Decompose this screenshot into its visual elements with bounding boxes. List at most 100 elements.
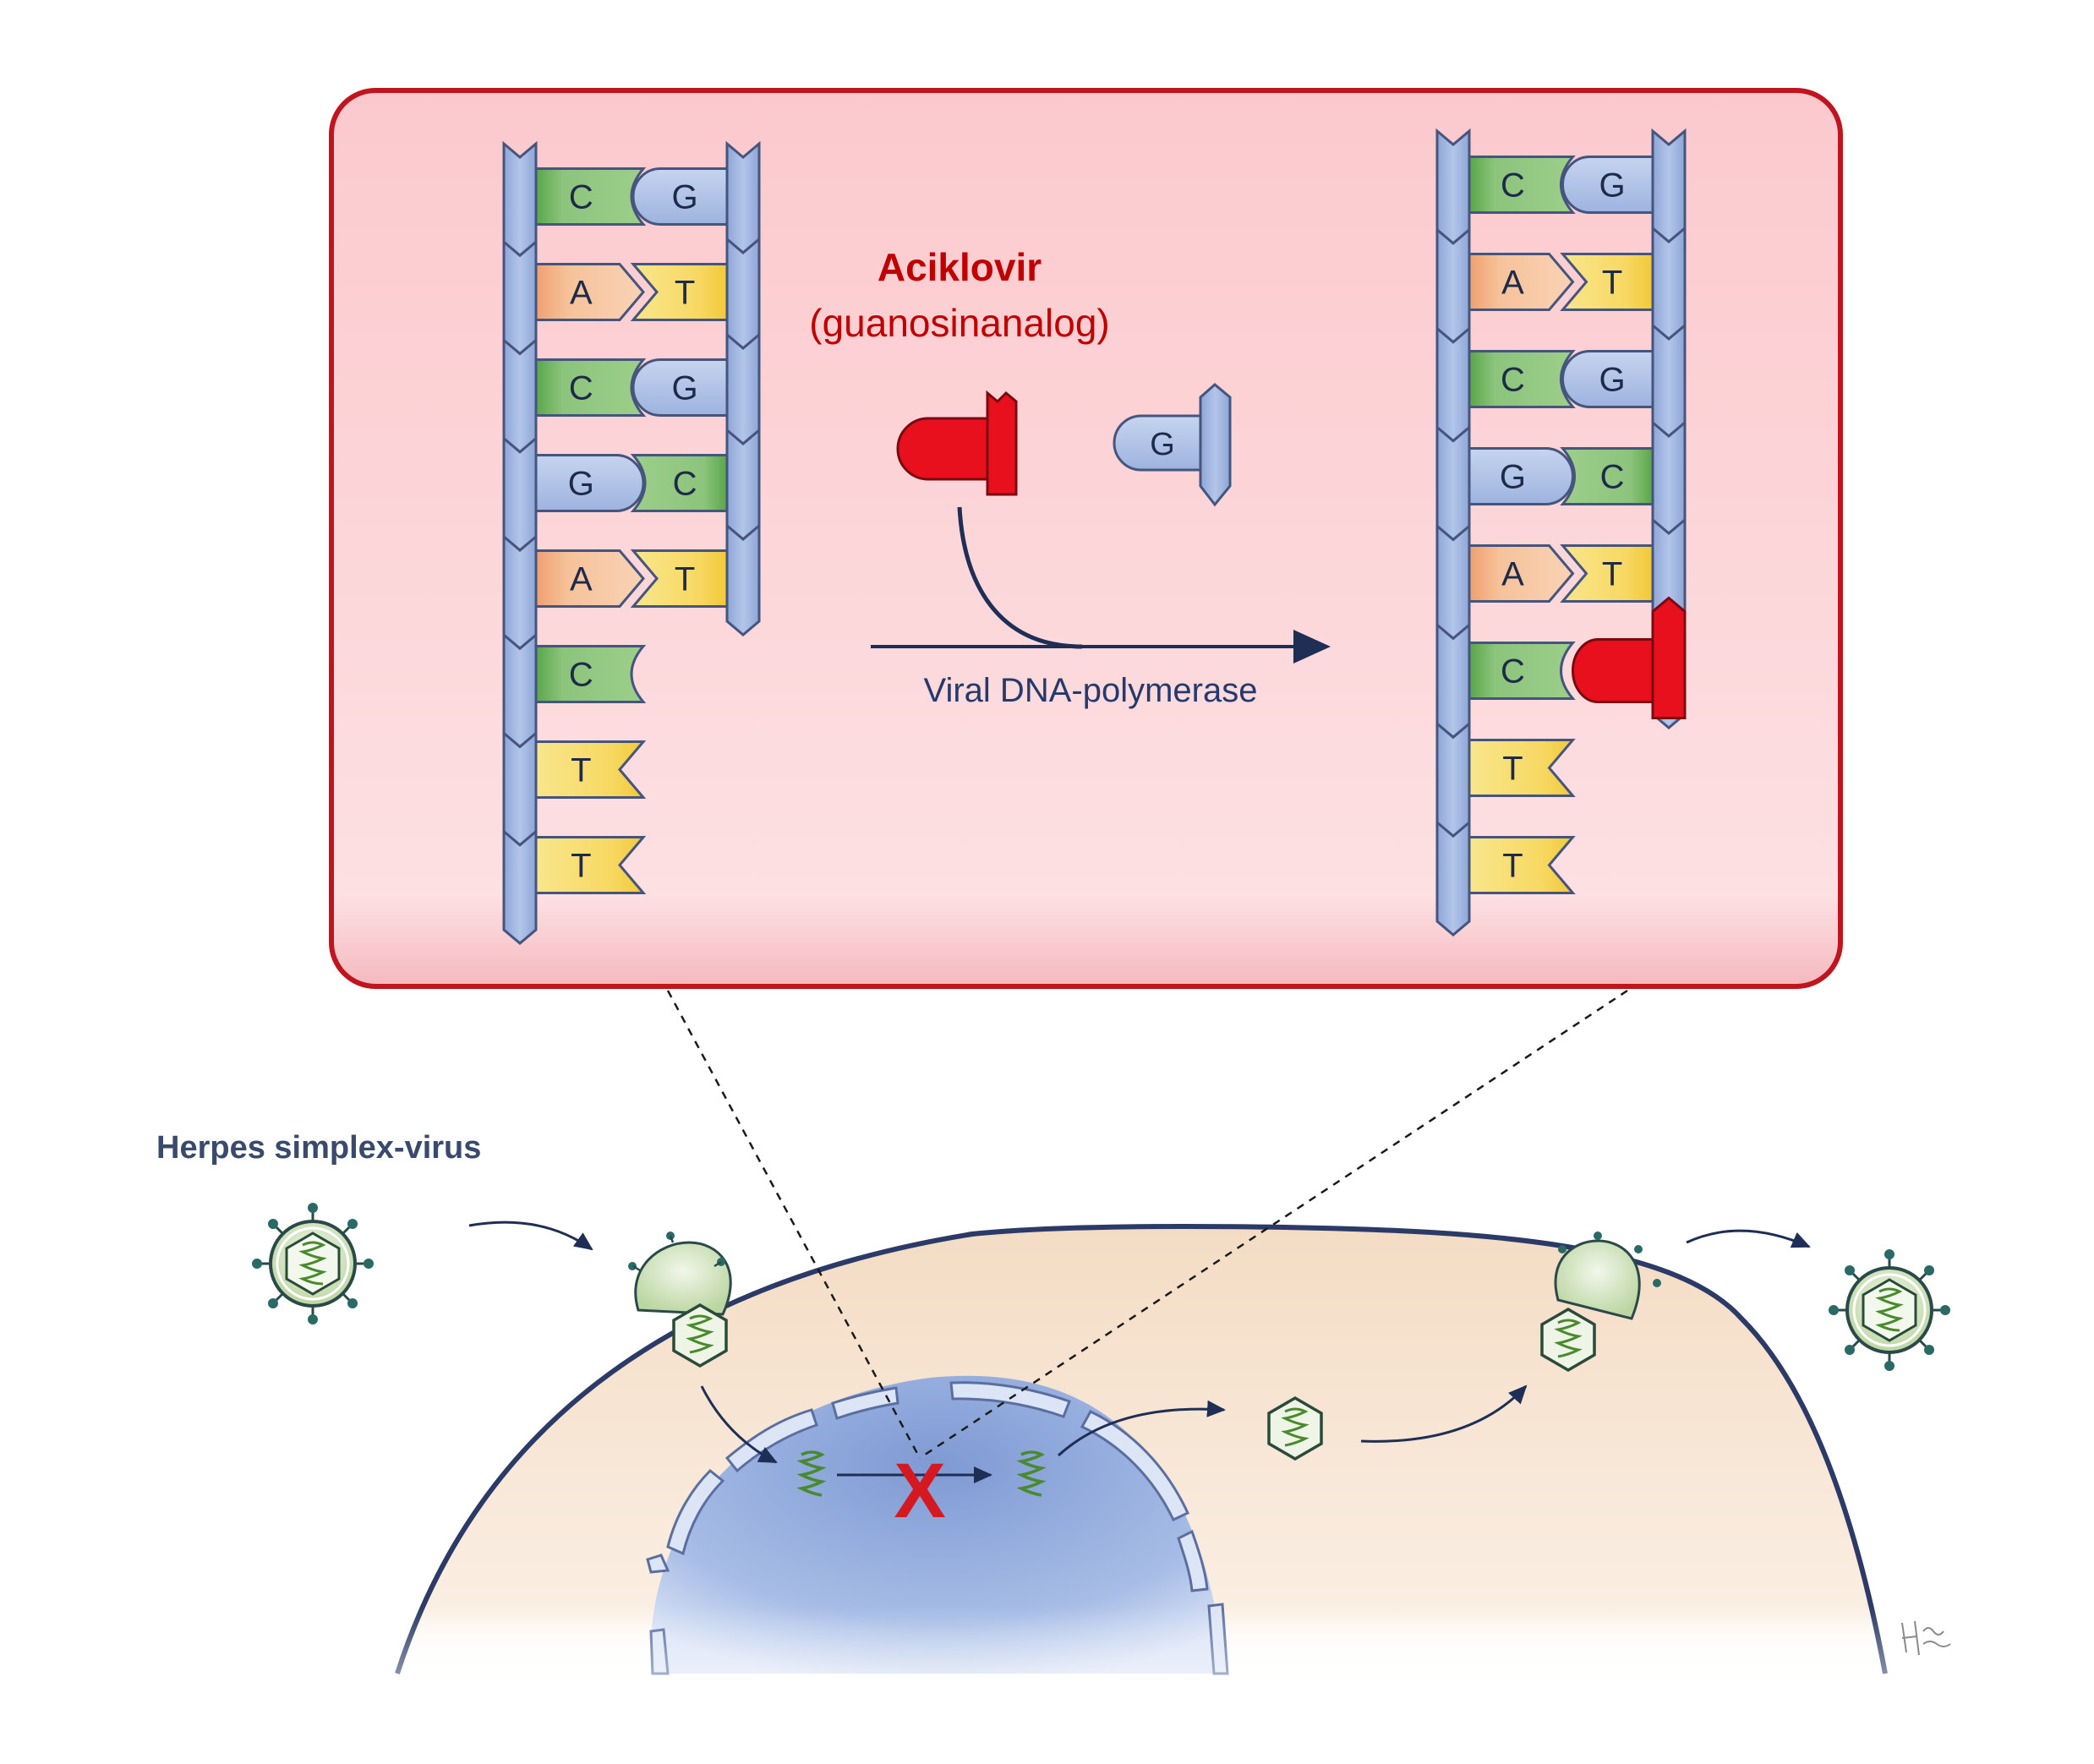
base-letter-l6: T xyxy=(571,752,591,789)
backbone-right-segment xyxy=(1651,419,1687,535)
backbone-right-segment xyxy=(1651,322,1687,438)
base-t-l7 xyxy=(534,836,647,894)
base-letter-r1: T xyxy=(1602,265,1622,302)
backbone-left-segment xyxy=(502,730,538,847)
backbone-right-segment xyxy=(1651,128,1687,243)
backbone-left-segment xyxy=(502,828,538,945)
base-letter-r3: C xyxy=(1600,459,1625,496)
backbone-left-segment xyxy=(1435,523,1471,641)
base-letter-l0: C xyxy=(569,179,593,216)
base-g-r2 xyxy=(1561,350,1654,408)
backbone-right-segment xyxy=(725,236,761,350)
backbone-right-segment xyxy=(725,427,761,541)
base-c-l5 xyxy=(534,645,647,703)
base-a-l1 xyxy=(1468,253,1575,311)
base-c-l2 xyxy=(1468,350,1576,408)
base-letter-r2: G xyxy=(1599,362,1626,399)
base-letter-l2: C xyxy=(569,370,593,407)
base-t-l6 xyxy=(534,740,647,799)
base-c-l5 xyxy=(1468,642,1576,700)
base-letter-r2: G xyxy=(671,370,697,407)
base-letter-r4: T xyxy=(675,561,695,598)
zoom-lines xyxy=(666,989,1628,1460)
base-c-r3 xyxy=(1560,447,1654,505)
polymerase-curve xyxy=(957,506,1083,649)
base-letter-l1: A xyxy=(570,275,593,312)
backbone-left-segment xyxy=(1435,721,1471,838)
host-cell xyxy=(0,1223,2094,1764)
backbone-left-segment xyxy=(1435,227,1471,344)
base-a-l4 xyxy=(1468,544,1575,603)
capsid-entering xyxy=(672,1303,728,1368)
base-letter-l7: T xyxy=(571,848,591,885)
base-letter-l7: T xyxy=(1502,848,1523,885)
base-a-l4 xyxy=(534,549,645,608)
backbone-left-segment xyxy=(1435,622,1471,740)
base-letter-l6: T xyxy=(1502,751,1523,788)
aciklovir-terminal-block xyxy=(1651,596,1687,719)
virus-particle-released xyxy=(1827,1248,1952,1373)
backbone-left-segment xyxy=(502,435,538,552)
base-t-l7 xyxy=(1468,836,1576,894)
base-letter-r1: T xyxy=(675,275,695,312)
base-letter-l1: A xyxy=(1501,265,1524,302)
base-g-r0 xyxy=(1561,156,1654,214)
base-g-r0 xyxy=(631,167,729,226)
base-t-l6 xyxy=(1468,739,1576,797)
capsid-exiting xyxy=(1540,1308,1596,1372)
drug-subtitle: (guanosinanalog) xyxy=(809,301,1110,345)
virus-label: Herpes simplex-virus xyxy=(156,1130,481,1166)
aciklovir-molecule xyxy=(896,390,1018,496)
base-letter-r3: C xyxy=(673,466,697,503)
backbone-right-segment xyxy=(725,522,761,636)
base-letter-l0: C xyxy=(1501,167,1525,205)
backbone-left-segment xyxy=(502,140,538,258)
base-letter-l4: A xyxy=(570,561,593,598)
base-c-r3 xyxy=(630,454,729,512)
artist-signature xyxy=(1901,1620,1951,1656)
base-letter-r4: T xyxy=(1602,556,1622,593)
base-g-r2 xyxy=(631,358,729,417)
base-letter-l3: G xyxy=(568,466,594,503)
base-t-r1 xyxy=(630,263,729,321)
base-g-l3 xyxy=(534,454,645,512)
arrow-nucleus-to-cytoplasm xyxy=(1057,1400,1226,1457)
drug-name: Aciklovir xyxy=(878,245,1042,289)
base-c-l2 xyxy=(534,358,647,417)
arrow-capsid-to-nucleus xyxy=(700,1385,778,1464)
base-letter-r0: G xyxy=(671,179,697,216)
base-c-l0 xyxy=(1468,156,1576,214)
entry-bud xyxy=(628,1232,732,1316)
base-c-l0 xyxy=(534,167,647,226)
base-t-r4 xyxy=(630,549,729,608)
incorporated-aciklovir xyxy=(1572,638,1654,703)
backbone-left-segment xyxy=(502,239,538,356)
base-letter-l3: G xyxy=(1500,459,1526,496)
arrow-virus-release xyxy=(1686,1229,1811,1248)
backbone-left-segment xyxy=(1435,128,1471,245)
exit-bud xyxy=(1554,1232,1661,1320)
base-letter-l5: C xyxy=(569,657,593,694)
backbone-left-segment xyxy=(1435,819,1471,937)
base-letter-l2: C xyxy=(1501,362,1525,399)
backbone-right-segment xyxy=(725,140,761,254)
base-a-l1 xyxy=(534,263,645,321)
base-t-r4 xyxy=(1560,544,1654,603)
free-nucleotide-letter: G xyxy=(1150,427,1175,462)
backbone-left-segment xyxy=(502,533,538,651)
backbone-left-segment xyxy=(502,632,538,749)
virus-particle-entering xyxy=(250,1201,375,1326)
backbone-right-segment xyxy=(1651,225,1687,341)
base-letter-l5: C xyxy=(1501,653,1525,691)
enzyme-label: Viral DNA-polymerase xyxy=(924,672,1258,709)
backbone-left-segment xyxy=(502,337,538,454)
base-letter-l4: A xyxy=(1501,556,1524,593)
arrow-capsid-to-membrane xyxy=(1360,1384,1528,1443)
dna-ladder-before: C G A T C G G C A T C T T xyxy=(502,140,761,945)
backbone-left-segment xyxy=(1435,424,1471,542)
base-t-r1 xyxy=(1560,253,1654,311)
arrow-virus-to-cell xyxy=(468,1221,593,1251)
capsid-cytoplasm xyxy=(1267,1396,1323,1461)
